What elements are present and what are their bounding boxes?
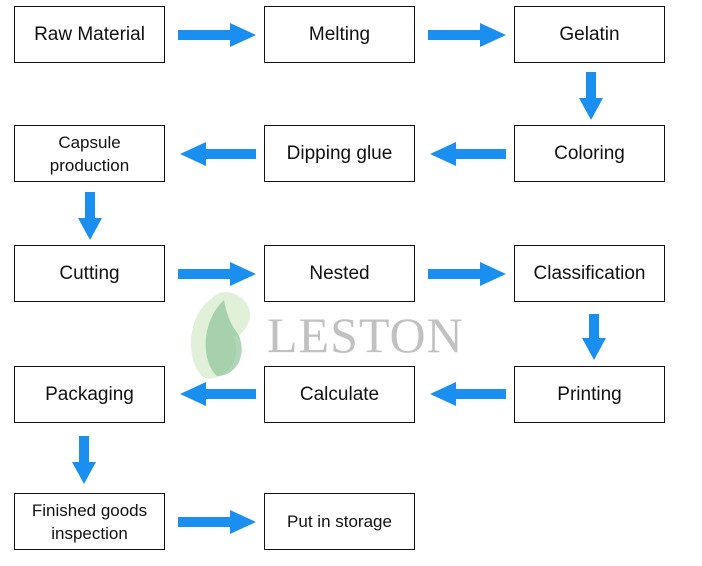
arrow-left-icon	[430, 142, 506, 166]
step-gelatin: Gelatin	[514, 6, 665, 63]
step-raw-material: Raw Material	[14, 6, 165, 63]
arrow-down-icon	[582, 314, 606, 360]
arrow-down-icon	[78, 192, 102, 240]
step-packaging: Packaging	[14, 366, 165, 423]
step-classification: Classification	[514, 245, 665, 302]
arrow-right-icon	[428, 23, 506, 47]
arrow-left-icon	[180, 382, 256, 406]
leston-logo-text: LESTON	[267, 307, 464, 363]
arrow-left-icon	[180, 142, 256, 166]
arrow-right-icon	[178, 262, 256, 286]
step-printing: Printing	[514, 366, 665, 423]
step-capsule-production: Capsule production	[14, 125, 165, 182]
arrow-right-icon	[178, 510, 256, 534]
step-calculate: Calculate	[264, 366, 415, 423]
step-dipping-glue: Dipping glue	[264, 125, 415, 182]
step-finished-goods-inspection: Finished goods inspection	[14, 493, 165, 550]
step-coloring: Coloring	[514, 125, 665, 182]
step-put-in-storage: Put in storage	[264, 493, 415, 550]
leston-logo-mark	[190, 292, 250, 379]
step-melting: Melting	[264, 6, 415, 63]
step-nested: Nested	[264, 245, 415, 302]
arrow-right-icon	[428, 262, 506, 286]
arrow-left-icon	[430, 382, 506, 406]
step-cutting: Cutting	[14, 245, 165, 302]
arrow-right-icon	[178, 23, 256, 47]
arrow-down-icon	[579, 72, 603, 120]
arrow-down-icon	[72, 436, 96, 484]
